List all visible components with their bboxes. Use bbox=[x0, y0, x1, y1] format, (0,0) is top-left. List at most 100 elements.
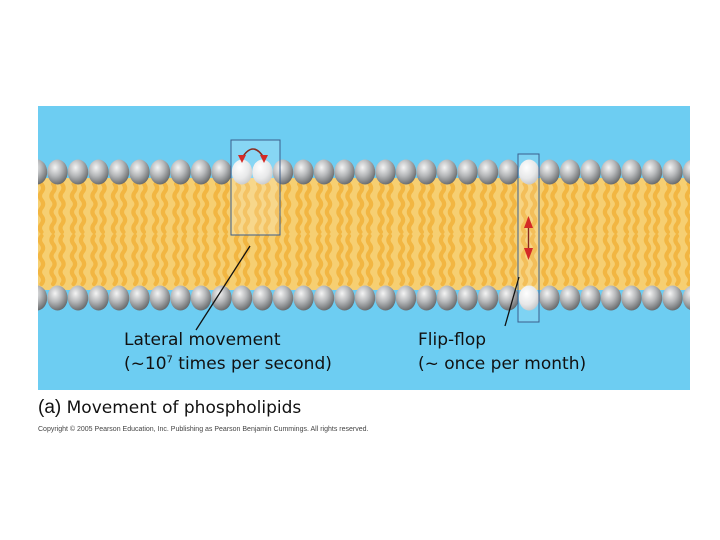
lipid-head bbox=[170, 159, 191, 185]
lipid-head bbox=[149, 159, 171, 185]
lipid-tail bbox=[274, 233, 283, 287]
lipid-tail bbox=[664, 233, 672, 287]
lipid-tail bbox=[643, 233, 652, 287]
lipid-tail bbox=[304, 181, 312, 235]
lipid-tail bbox=[345, 181, 353, 235]
lipid-tail bbox=[500, 181, 508, 235]
lipid-head bbox=[457, 285, 478, 311]
lateral-rate-post: times per second) bbox=[172, 354, 332, 374]
lipid-tail bbox=[365, 181, 374, 235]
lipid-tail bbox=[582, 181, 590, 235]
lipid-tail bbox=[242, 181, 251, 235]
lipid-tail bbox=[181, 181, 189, 235]
lipid-tail bbox=[406, 181, 415, 235]
lipid-tail bbox=[418, 181, 426, 235]
lipid-head bbox=[354, 159, 376, 185]
lipid-tail bbox=[570, 233, 579, 287]
lipid-head bbox=[190, 285, 212, 311]
lipid-tail bbox=[336, 181, 344, 235]
lipid-tail bbox=[151, 181, 160, 235]
lipid-head bbox=[170, 285, 191, 311]
lipid-tail bbox=[201, 181, 210, 235]
lipid-tail bbox=[386, 181, 394, 235]
lipid-tail bbox=[283, 233, 292, 287]
lipid-head bbox=[477, 159, 499, 185]
lipid-tail bbox=[447, 181, 456, 235]
lipid-tail bbox=[468, 181, 476, 235]
lipid-head bbox=[231, 285, 253, 311]
lipid-head bbox=[662, 285, 683, 311]
lipid-head bbox=[190, 159, 212, 185]
lipid-tail bbox=[550, 233, 558, 287]
lipid-tail bbox=[181, 233, 189, 287]
lipid-tail bbox=[90, 233, 98, 287]
lipid-head bbox=[436, 159, 458, 185]
lipid-tail bbox=[632, 181, 640, 235]
lipid-tail bbox=[696, 184, 699, 232]
lipid-tail bbox=[509, 233, 517, 287]
lipid-tail bbox=[541, 181, 549, 235]
lipid-head bbox=[129, 285, 150, 311]
lipid-tail bbox=[295, 233, 303, 287]
lipid-tail bbox=[69, 233, 78, 287]
lipid-head bbox=[416, 159, 437, 185]
lipid-tail bbox=[131, 181, 139, 235]
lipid-tail bbox=[479, 233, 488, 287]
lipid-head bbox=[211, 159, 232, 185]
curved-double-arrow-icon bbox=[238, 148, 268, 163]
lipid-head bbox=[477, 285, 499, 311]
lipid-tail bbox=[570, 181, 579, 235]
lipid-head bbox=[272, 159, 294, 185]
lipid-tail bbox=[324, 181, 333, 235]
lipid-tail bbox=[283, 181, 292, 235]
lipid-tail bbox=[377, 181, 385, 235]
lipid-tail bbox=[520, 233, 529, 287]
lipid-tail bbox=[377, 233, 385, 287]
lipid-head bbox=[457, 159, 478, 185]
lipid-tail bbox=[131, 233, 139, 287]
lipid-tail bbox=[365, 233, 374, 287]
lipid-tail bbox=[254, 181, 262, 235]
lipid-tail bbox=[336, 233, 344, 287]
lipid-head bbox=[293, 285, 314, 311]
lipid-tail bbox=[438, 233, 447, 287]
lipid-head bbox=[518, 159, 540, 185]
lipid-tail bbox=[49, 181, 57, 235]
lipid-tail bbox=[561, 181, 570, 235]
lipid-tail bbox=[140, 181, 148, 235]
lipid-tail bbox=[160, 233, 169, 287]
lipid-tail bbox=[643, 181, 652, 235]
lipid-tail bbox=[69, 181, 78, 235]
lateral-pointer-line bbox=[195, 245, 251, 331]
lipid-tail bbox=[58, 181, 66, 235]
lipid-tail bbox=[315, 233, 324, 287]
lipid-head bbox=[539, 285, 560, 311]
lipid-tail bbox=[673, 181, 681, 235]
lipid-tail bbox=[418, 233, 426, 287]
lipid-tail bbox=[345, 233, 353, 287]
lipid-tail bbox=[520, 181, 529, 235]
flipflop-rate: (~ once per month) bbox=[418, 354, 587, 374]
lipid-tail bbox=[140, 233, 148, 287]
lipid-tail bbox=[90, 181, 98, 235]
lipid-head bbox=[354, 285, 376, 311]
lipid-tail bbox=[488, 181, 497, 235]
lipid-head bbox=[682, 160, 690, 184]
lipid-tail bbox=[222, 233, 230, 287]
lipid-head bbox=[641, 159, 663, 185]
lipid-tail bbox=[38, 181, 46, 235]
lipid-head bbox=[67, 285, 89, 311]
lipid-tail bbox=[632, 233, 640, 287]
lipid-tail bbox=[222, 181, 230, 235]
hydrophobic-core bbox=[38, 178, 690, 290]
lipid-head bbox=[252, 285, 273, 311]
lipid-tail bbox=[696, 236, 699, 284]
lipid-tail bbox=[664, 181, 672, 235]
lateral-rate: (~107 times per second) bbox=[124, 352, 332, 376]
lipid-head bbox=[600, 159, 622, 185]
lipid-tail bbox=[500, 233, 508, 287]
lipid-tail bbox=[213, 233, 221, 287]
lipid-tail bbox=[397, 181, 406, 235]
flipflop-pointer-line bbox=[504, 276, 520, 327]
